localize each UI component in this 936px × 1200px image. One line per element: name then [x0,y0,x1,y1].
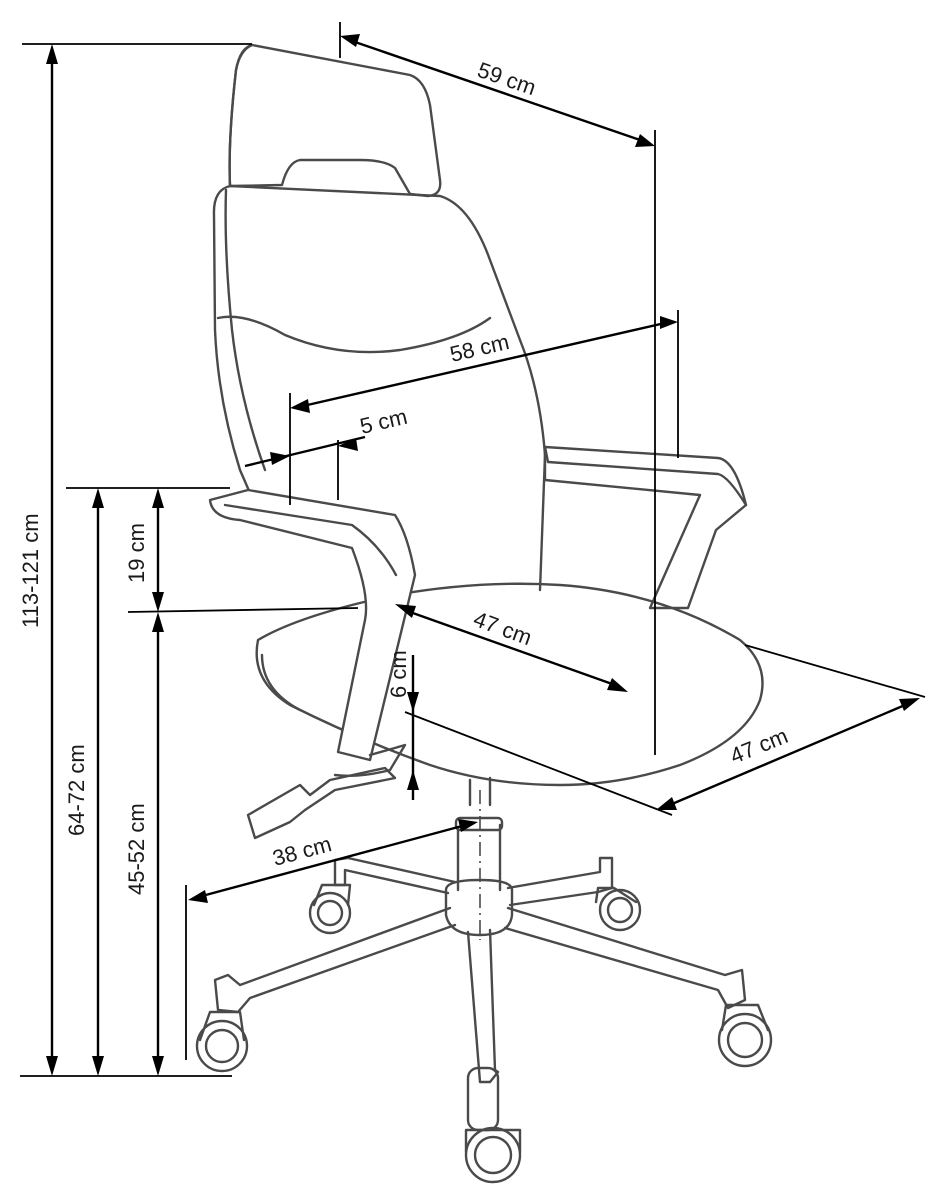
arrow [458,819,478,832]
right-armrest-top [543,445,748,507]
seat-front-edge [260,653,302,712]
caster-back-right [594,886,642,932]
arrow [152,488,164,508]
dim-armrest-span [302,321,666,408]
label-seat-width: 47 cm [727,723,792,769]
arrow [290,399,310,413]
arrow [46,1056,58,1076]
seat [255,582,764,787]
backrest-left-edge [212,184,252,495]
headrest-side [228,43,254,188]
backrest-seam [216,315,492,354]
dim-back-width [354,40,641,142]
base-leg-back-left [333,856,457,895]
arrow [92,1056,104,1076]
arrow [152,1056,164,1076]
headrest [228,43,442,198]
arrow [407,692,419,712]
dim-base-radius [201,824,463,898]
arrow [660,316,678,329]
gas-cylinder [456,776,502,892]
extension-line-seat-right [744,644,926,698]
dimension-lines [20,22,926,1077]
left-armrest-top [223,503,398,577]
dim-seat-depth [409,610,616,687]
arrow [899,698,920,711]
arrow [338,438,358,451]
arrow [340,34,360,47]
arrow [656,797,677,810]
extension-line-seat-front [404,711,673,816]
arrow [270,452,290,465]
left-armrest [208,488,417,762]
arrow [407,770,419,790]
caster-right [717,1003,773,1068]
base-leg-front-right [503,906,747,1010]
base-hub [444,878,514,937]
label-seat-height: 45-52 cm [124,803,149,895]
dim-seat-width [671,703,906,806]
right-armrest [543,445,748,610]
adjustment-lever [246,766,397,840]
label-seat-thickness: 6 cm [386,650,411,698]
caster-back-left [308,883,352,935]
label-armrest-height: 64-72 cm [64,744,89,836]
arrow [607,678,628,692]
backrest [228,184,547,592]
dim-armrest-width [244,435,366,468]
label-base-radius: 38 cm [270,831,334,871]
arrow [92,488,104,508]
label-seat-depth: 47 cm [470,606,535,650]
label-total-height: 113-121 cm [18,513,43,628]
gas-cylinder-upper [454,816,504,832]
chair-drawing [195,43,773,1184]
arrow [152,612,164,632]
arrow [46,44,58,64]
backrest-inner-edge [224,188,267,472]
arrow [152,592,164,612]
caster-front [464,1126,522,1184]
base-leg-front [466,928,500,1084]
arrow [395,604,416,618]
extension-line-seat [127,607,359,613]
caster-left [195,1010,249,1073]
arrow [635,134,655,147]
label-armrest-width: 5 cm [358,404,410,439]
arrow [188,890,208,903]
label-armrest-height-from-seat: 19 cm [124,523,149,583]
base-leg-front-left [213,906,457,1014]
